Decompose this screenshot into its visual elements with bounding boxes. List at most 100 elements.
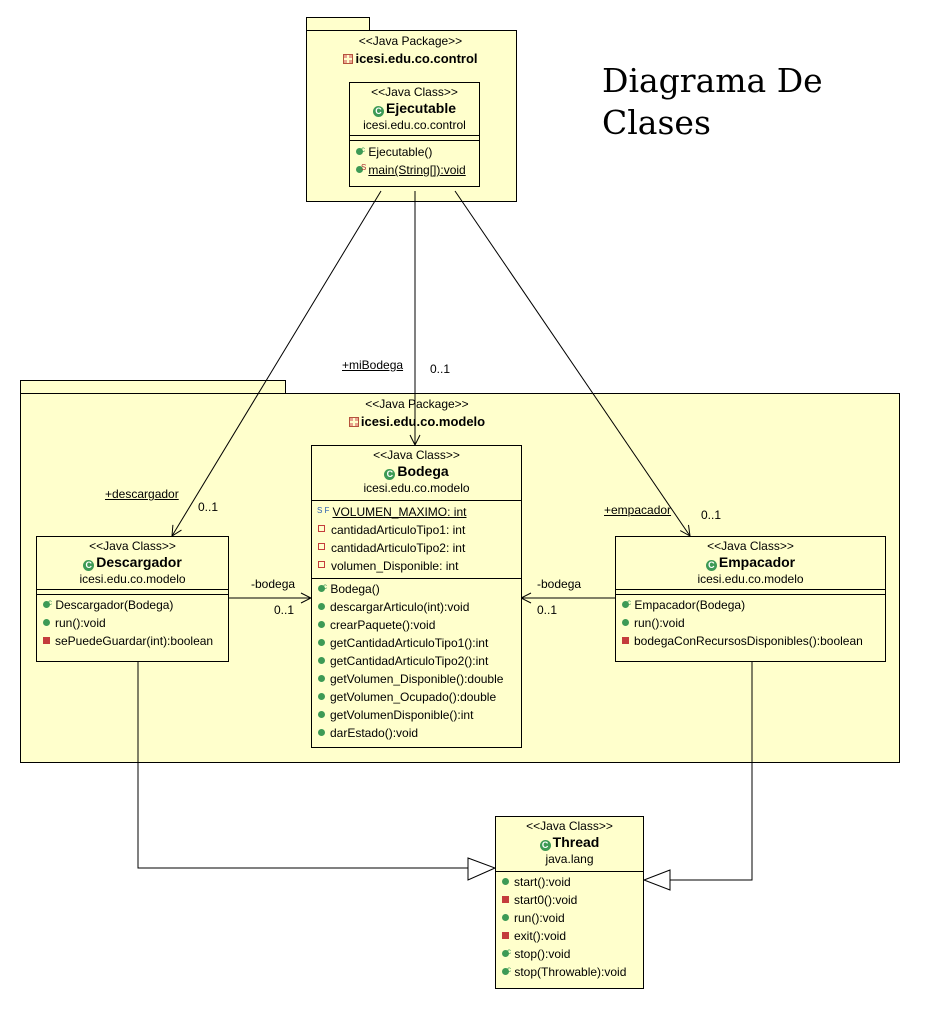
field-item: volumen_Disponible: int: [316, 557, 521, 575]
method-item: getVolumen_Ocupado():double: [316, 688, 521, 706]
method-item: run():void: [500, 909, 643, 927]
final-method-icon: [502, 943, 511, 961]
package-icon: [343, 54, 354, 64]
class-package: icesi.edu.co.control: [363, 118, 466, 132]
method-label: Ejecutable(): [368, 145, 433, 159]
constructor-icon: [43, 594, 52, 612]
generalization-arrow-empacador: [642, 869, 671, 891]
method-label: getCantidadArticuloTipo1():int: [330, 636, 489, 650]
method-label: run():void: [514, 911, 565, 925]
public-method-icon: [318, 711, 325, 718]
final-method-icon: [502, 961, 511, 979]
method-label: run():void: [634, 616, 685, 630]
mult-empacador-bodega: 0..1: [537, 603, 558, 617]
constructor-icon: [318, 578, 327, 596]
class-stereotype: <<Java Class>>: [371, 85, 458, 99]
package-control-stereotype: <<Java Package>>: [358, 34, 463, 48]
method-label: Empacador(Bodega): [634, 598, 746, 612]
role-empacador-bodega: -bodega: [537, 577, 582, 591]
public-method-icon: [318, 693, 325, 700]
method-label: getCantidadArticuloTipo2():int: [330, 654, 489, 668]
field-label: VOLUMEN_MAXIMO: int: [332, 505, 467, 519]
class-package: java.lang: [545, 852, 594, 866]
method-label: Bodega(): [330, 582, 380, 596]
method-label: run():void: [55, 616, 106, 630]
package-modelo-name: icesi.edu.co.modelo: [312, 414, 522, 429]
method-item: sePuedeGuardar(int):boolean: [41, 632, 228, 650]
class-icon: C: [705, 560, 717, 571]
package-icon: [348, 417, 359, 427]
method-item: descargarArticulo(int):void: [316, 598, 521, 616]
private-field-icon: [318, 561, 325, 568]
public-method-icon: [622, 619, 629, 626]
class-package: icesi.edu.co.modelo: [697, 572, 804, 586]
method-item: bodegaConRecursosDisponibles():boolean: [620, 632, 885, 650]
assoc-ejecutable-descargador: [172, 190, 382, 536]
class-name-label: Empacador: [718, 554, 796, 570]
class-stereotype: <<Java Class>>: [707, 539, 794, 553]
package-control-name: icesi.edu.co.control: [306, 51, 515, 66]
role-descargador-bodega: -bodega: [251, 577, 296, 591]
package-control-label: icesi.edu.co.control: [355, 51, 478, 66]
method-item: start0():void: [500, 891, 643, 909]
method-item: run():void: [620, 614, 885, 632]
constructor-icon: [356, 141, 365, 159]
class-stereotype: <<Java Class>>: [526, 819, 613, 833]
method-label: Descargador(Bodega): [55, 598, 174, 612]
method-label: bodegaConRecursosDisponibles():boolean: [634, 634, 863, 648]
method-label: main(String[]):void: [368, 163, 466, 177]
constructor-icon: [622, 594, 631, 612]
class-name-label: Descargador: [96, 554, 182, 570]
field-label: cantidadArticuloTipo2: int: [331, 541, 466, 555]
method-item: stop(Throwable):void: [500, 961, 643, 981]
role-mibodega: +miBodega: [342, 358, 404, 372]
public-method-icon: [318, 675, 325, 682]
field-label: volumen_Disponible: int: [331, 559, 459, 573]
private-field-icon: [318, 543, 325, 550]
generalization-arrow-descargador: [467, 857, 497, 881]
public-method-icon: [318, 657, 325, 664]
class-stereotype: <<Java Class>>: [89, 539, 176, 553]
method-item: getVolumen_Disponible():double: [316, 670, 521, 688]
method-item: run():void: [41, 614, 228, 632]
class-name-label: Thread: [552, 834, 600, 850]
method-label: sePuedeGuardar(int):boolean: [55, 634, 214, 648]
method-label: stop(Throwable):void: [514, 965, 627, 979]
class-package: icesi.edu.co.modelo: [363, 481, 470, 495]
method-item: Bodega(): [316, 578, 521, 598]
generalization-empacador-thread: [670, 662, 753, 881]
class-icon: C: [384, 469, 396, 480]
class-name-label: Bodega: [397, 463, 449, 479]
method-item: getVolumenDisponible():int: [316, 706, 521, 724]
public-method-icon: [318, 603, 325, 610]
static-method-icon: [356, 159, 366, 177]
method-item: Empacador(Bodega): [620, 594, 885, 614]
method-label: stop():void: [514, 947, 571, 961]
method-item: getCantidadArticuloTipo2():int: [316, 652, 521, 670]
role-empacador: +empacador: [604, 503, 672, 517]
method-item: Descargador(Bodega): [41, 594, 228, 614]
method-label: getVolumen_Ocupado():double: [330, 690, 497, 704]
private-method-icon: [502, 896, 509, 903]
class-icon: C: [539, 840, 551, 851]
private-field-icon: [318, 525, 325, 532]
method-label: crearPaquete():void: [330, 618, 436, 632]
public-method-icon: [43, 619, 50, 626]
diagram-title-line2: Clases: [602, 103, 711, 142]
method-item: exit():void: [500, 927, 643, 945]
generalization-descargador-thread: [137, 662, 468, 869]
role-descargador: +descargador: [105, 487, 179, 501]
diagram-title: Diagrama De Clases: [602, 60, 823, 144]
public-method-icon: [318, 621, 325, 628]
method-item: main(String[]):void: [354, 159, 479, 179]
